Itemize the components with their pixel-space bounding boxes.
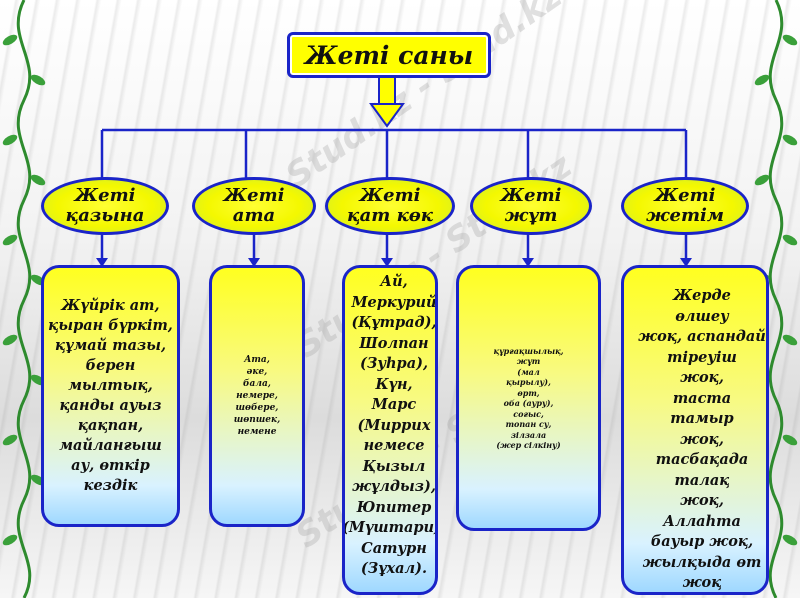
category-oval-zhut: Жеті жұт <box>470 177 592 235</box>
category-oval-zhetim: Жеті жетім <box>621 177 749 235</box>
down-arrow-icon <box>369 73 405 128</box>
content-box-zhut: құрғақшылық, жұт (мал қырылу), өрт, оба … <box>456 265 601 531</box>
diagram-title: Жеті саны <box>287 32 491 78</box>
content-box-ata: Ата, әке, бала, немере, шөбере, шөпшек, … <box>209 265 305 527</box>
category-oval-ata: Жеті ата <box>192 177 316 235</box>
category-oval-kat-kok: Жеті қат көк <box>325 177 455 235</box>
ornament-left <box>2 0 46 598</box>
category-oval-kazyna: Жеті қазына <box>41 177 169 235</box>
content-box-kazyna: Жүйрік ат, қыран бүркіт, құмай тазы, бер… <box>41 265 180 527</box>
content-box-kat-kok: Ай, Меркурий (Құтрад), Шолпан (Зуһра), К… <box>342 265 438 595</box>
content-box-zhetim: Жерде өлшеу жоқ, аспандай тіреуіш жоқ, т… <box>621 265 769 595</box>
